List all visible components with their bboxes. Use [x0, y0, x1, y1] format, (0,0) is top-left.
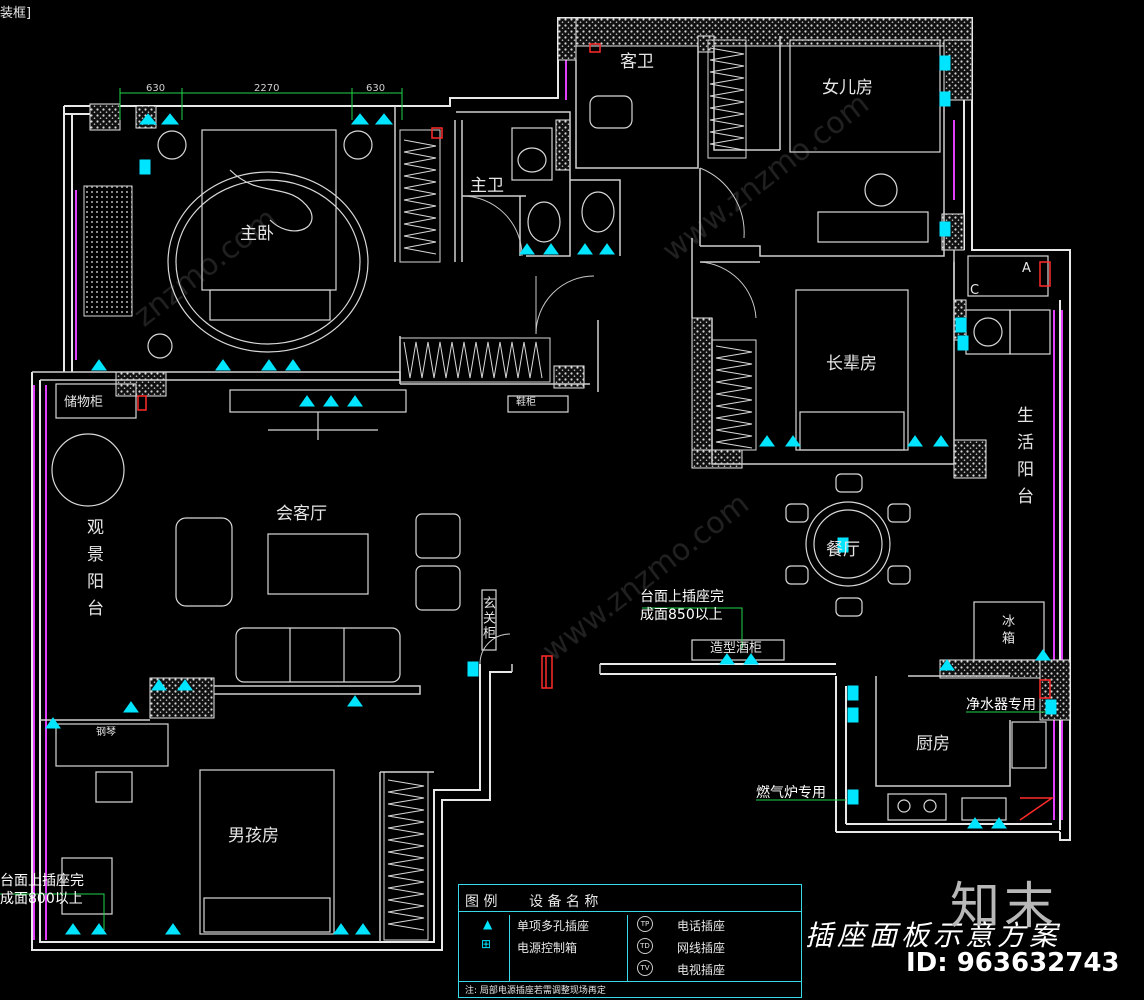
room-label-view-balcony: 观景阳台 [83, 518, 103, 626]
door-swings [461, 167, 757, 665]
legend-header: 图 例 设 备 名 称 [459, 889, 801, 912]
room-label-kitchen: 厨房 [916, 734, 950, 754]
legend-divider [627, 915, 628, 981]
label-fridge: 冰箱 [999, 614, 1014, 648]
red-markers [137, 43, 1055, 821]
room-label-master-bath: 主卫 [470, 176, 504, 196]
note-counter-800: 台面上插座完 成面800以上 [0, 873, 84, 907]
legend-item-symbol-name: 电视插座 [677, 963, 726, 977]
legend-header-name: 设 备 名 称 [529, 894, 599, 910]
legend-footnote: 注: 局部电源插座若需调整现场再定 [465, 986, 606, 996]
room-label-living-balcony: 生活阳台 [1013, 406, 1033, 514]
dimension-lines [0, 88, 1046, 930]
network-socket-icon: TD [637, 938, 653, 954]
legend-row: ▲ 单项多孔插座 TP 电话插座 [459, 915, 801, 937]
telephone-socket-icon: TP [637, 916, 653, 932]
room-label-living: 会客厅 [276, 504, 327, 524]
note-gas-stove: 燃气炉专用 [756, 785, 826, 801]
legend-item-symbol-name: 电话插座 [677, 919, 726, 933]
legend-table: 图 例 设 备 名 称 ▲ 单项多孔插座 TP 电话插座 ⊞ 电源控制箱 TD … [458, 884, 802, 998]
label-shoe-cabinet: 鞋柜 [516, 397, 536, 408]
frame-label: 装框] [0, 6, 32, 21]
room-label-dining: 餐厅 [826, 540, 860, 560]
hatched-walls [89, 17, 1071, 721]
label-piano: 钢琴 [96, 727, 116, 738]
socket-symbols [45, 55, 1057, 935]
room-label-master-bedroom: 主卧 [240, 224, 274, 244]
legend-divider [509, 915, 510, 981]
label-foyer-cabinet: 玄关柜 [480, 596, 495, 641]
label-mark-a: A [1022, 261, 1031, 276]
label-storage-cabinet: 储物柜 [64, 395, 104, 410]
socket-icon: ▲ [483, 917, 493, 931]
room-label-guest-bath: 客卫 [620, 52, 654, 72]
note-water-purifier: 净水器专用 [966, 697, 1036, 713]
interior-walls [32, 36, 1011, 942]
legend-item-name: 电源控制箱 [517, 941, 578, 955]
brand-logo: 知末 [950, 877, 1058, 935]
wardrobes [83, 39, 757, 941]
dimension-right: 630 [366, 83, 386, 94]
tv-socket-icon: TV [637, 960, 653, 976]
note-counter-850: 台面上插座完 成面850以上 [640, 589, 724, 623]
dimension-center: 2270 [254, 83, 280, 94]
legend-row: TV 电视插座 [459, 959, 801, 981]
outer-walls [31, 17, 1071, 951]
plan-title: 插座面板示意方案 [805, 919, 1062, 952]
legend-footnote-row: 注: 局部电源插座若需调整现场再定 [459, 981, 801, 996]
power-box-icon: ⊞ [481, 937, 492, 951]
room-label-daughter: 女儿房 [822, 78, 873, 98]
legend-row: ⊞ 电源控制箱 TD 网线插座 [459, 937, 801, 959]
room-label-boy: 男孩房 [228, 826, 279, 846]
label-display-cabinet: 造型酒柜 [710, 641, 763, 656]
dimension-left: 630 [146, 83, 166, 94]
furniture [51, 39, 1051, 935]
room-label-elder: 长辈房 [826, 354, 877, 374]
image-id: ID: 963632743 [906, 948, 1120, 978]
legend-header-symbol: 图 例 [465, 894, 498, 910]
legend-item-symbol-name: 网线插座 [677, 941, 726, 955]
legend-item-name: 单项多孔插座 [517, 919, 590, 933]
label-mark-c: C [970, 283, 980, 298]
